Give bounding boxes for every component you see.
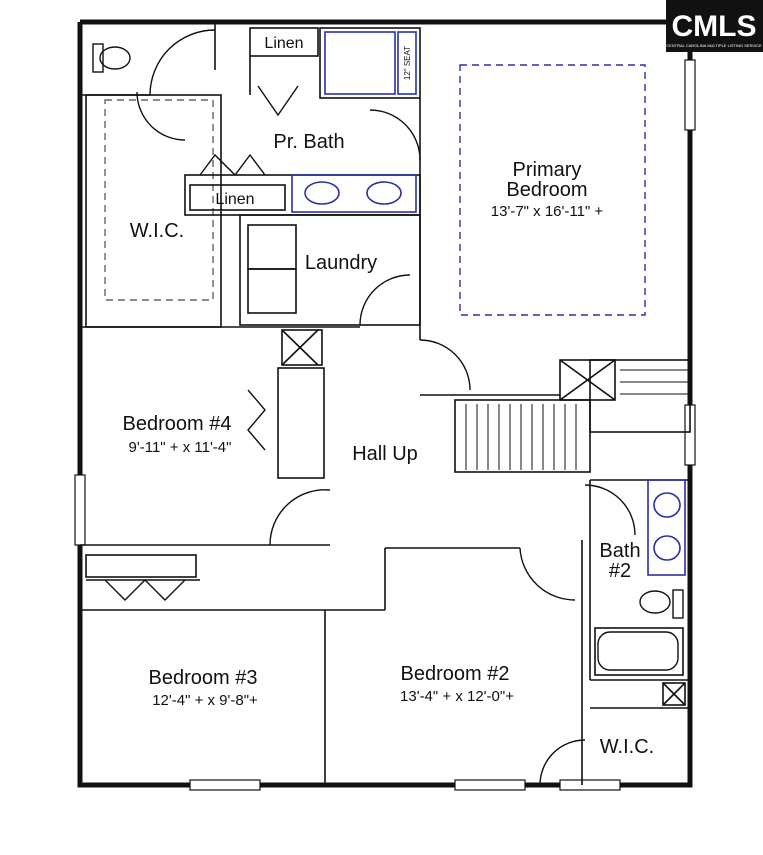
label-wic-right: W.I.C. <box>600 736 654 758</box>
label-seat: 12" SEAT <box>403 46 412 80</box>
label-pr-bath: Pr. Bath <box>273 131 344 153</box>
label-bedroom4: Bedroom #4 <box>123 413 232 435</box>
interior-walls <box>80 22 691 785</box>
label-bath2-line1: Bath <box>599 540 640 562</box>
cmls-logo: CMLS CENTRAL CAROLINA MULTIPLE LISTING S… <box>666 0 763 52</box>
room-labels: Primary Bedroom 13'-7" x 16'-11" + Pr. B… <box>123 35 655 758</box>
toilets-and-tub <box>92 43 684 671</box>
label-primary-bedroom-line1: Primary <box>513 159 582 181</box>
logo-subtext: CENTRAL CAROLINA MULTIPLE LISTING SERVIC… <box>666 43 762 48</box>
dims-primary-bedroom: 13'-7" x 16'-11" + <box>491 203 604 220</box>
label-laundry: Laundry <box>305 252 377 274</box>
logo-text: CMLS <box>672 10 757 43</box>
label-bedroom3: Bedroom #3 <box>149 667 258 689</box>
label-linen-mid: Linen <box>215 191 254 208</box>
label-linen-top: Linen <box>264 35 303 52</box>
label-primary-bedroom-line2: Bedroom <box>506 179 587 201</box>
label-hall: Hall Up <box>352 443 418 465</box>
exterior-walls <box>74 19 696 791</box>
door-swings <box>104 29 636 786</box>
dims-bedroom3: 12'-4" + x 9'-8"+ <box>152 692 258 709</box>
stair-treads <box>465 369 688 470</box>
label-bedroom2: Bedroom #2 <box>401 663 510 685</box>
blue-fixtures <box>291 31 686 576</box>
label-bath2-line2: #2 <box>609 560 631 582</box>
label-wic-left: W.I.C. <box>130 220 184 242</box>
dims-bedroom4: 9'-11" + x 11'-4" <box>129 439 232 456</box>
dims-bedroom2: 13'-4" + x 12'-0"+ <box>400 688 514 705</box>
